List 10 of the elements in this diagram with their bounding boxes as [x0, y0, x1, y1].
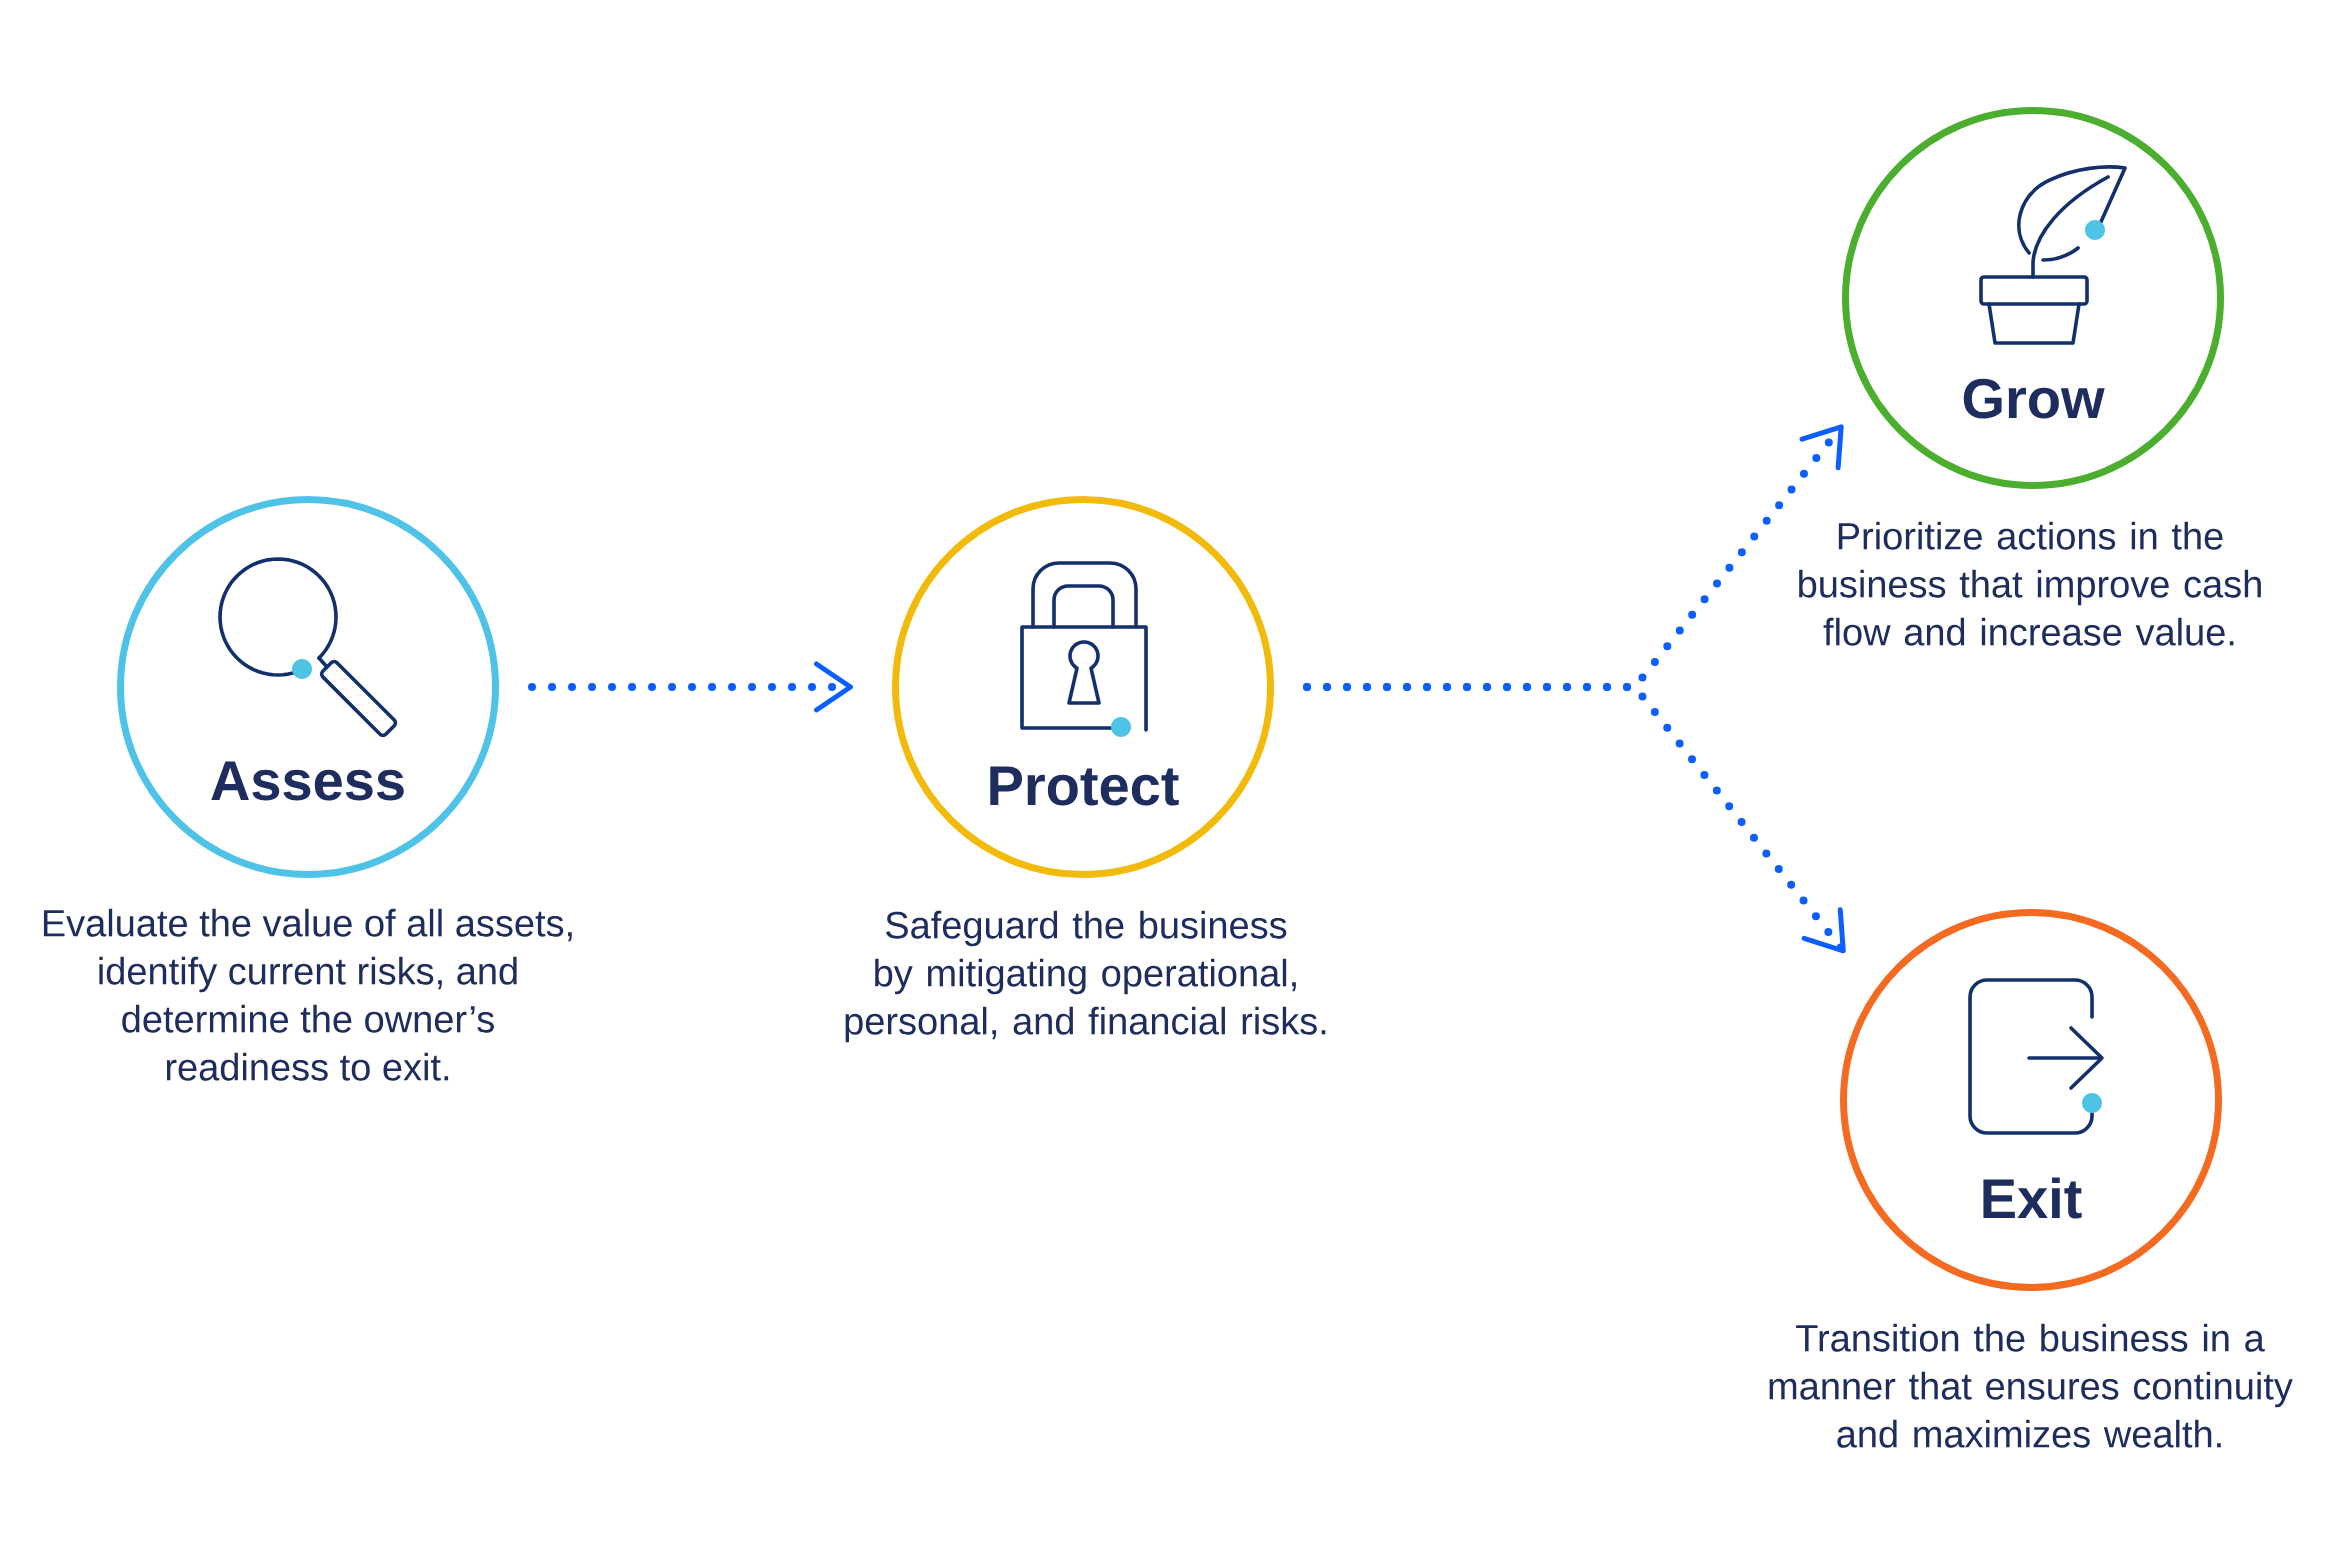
- step-description: Prioritize actions in the business that improve cash flow and increase value.: [1799, 521, 2261, 646]
- step-title: Assess: [211, 761, 404, 801]
- step-description: Evaluate the value of all assets, identify current risks, and determine the owner’s readiness to exit.: [43, 908, 572, 1081]
- step-description: Safeguard the business by mitigating operational, personal, and financial risks.: [845, 910, 1326, 1043]
- step-title: Exit: [1983, 1177, 2082, 1219]
- step-title: Grow: [1963, 378, 2105, 419]
- step-title: Protect: [990, 766, 1179, 806]
- dotted-arrow: [1303, 683, 1846, 954]
- dotted-arrow: [528, 661, 853, 713]
- step-description: Transition the business in a manner that ensures continuity and maximizes wealth.: [1769, 1323, 2293, 1448]
